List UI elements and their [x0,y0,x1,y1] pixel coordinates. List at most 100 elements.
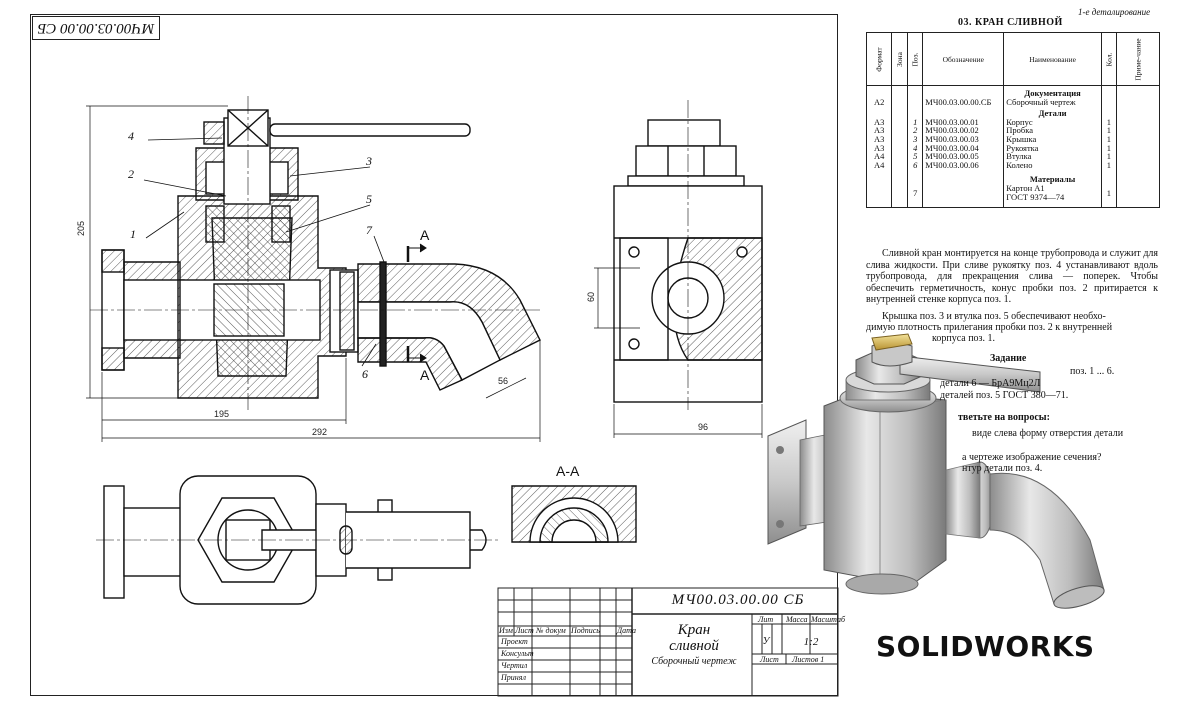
specification-table: Формат Зона Поз. Обозначение Наименовани… [865,32,1161,209]
tb-label-izm: Изм [499,626,513,635]
spec-cell: МЧ00.03.00.05 [922,152,1005,161]
spec-cell: 1 [1100,161,1117,170]
solidworks-3d-model [767,333,1105,609]
spec-cell: МЧ00.03.00.02 [922,126,1005,135]
dim-195: 195 [214,409,229,419]
spec-part-row: А4 6 МЧ00.03.00.06 Колено 1 [865,161,1161,170]
spec-material-row: 7 Картон А1 ГОСТ 9374—74 1 [865,182,1161,209]
spec-cell: МЧ00.03.00.06 [922,161,1005,170]
spec-cell: А3 [865,126,893,135]
spec-section-parts: Детали [1003,106,1102,118]
title-block-name-line2: сливной [669,638,719,654]
task-line-2: детали 6 — БрА9Мц2Л [940,378,1041,389]
spec-cell: 7 [907,183,924,209]
task-line-6: а чертеже изображение сечения? [962,452,1102,463]
spec-cell: Рукоятка [1003,143,1102,153]
spec-section-row: Детали [865,106,1161,118]
spec-cell: А3 [865,118,893,127]
title-block-doc-type: Сборочный чертеж [651,656,737,667]
tb-mass-label: Масса [786,615,808,624]
leader-5: 5 [366,192,372,206]
leader-7: 7 [366,223,373,237]
leader-2: 2 [128,167,134,181]
solidworks-logo-text: SOLIDWORKS [876,630,1095,663]
spec-part-row: А3 1 МЧ00.03.00.01 Корпус 1 [865,118,1161,127]
spec-title: 03. КРАН СЛИВНОЙ [958,17,1063,28]
spec-cell: Колено [1003,161,1102,170]
spec-cell: 4 [907,143,924,153]
dim-292: 292 [312,427,327,437]
spec-header-note: 1-е деталирование [1078,7,1151,17]
task-line-1: поз. 1 ... 6. [1070,366,1115,377]
tb-role-konsult: Консульт [501,649,534,658]
task-line-5: виде слева форму отверстия детали [972,428,1124,439]
top-view [96,475,500,605]
spec-cell: А3 [865,143,893,153]
tb-label-data: Дата [617,626,636,635]
section-mark-top: А [420,227,430,243]
dim-96: 96 [698,422,708,432]
spec-cell: Картон А1 ГОСТ 9374—74 [1003,182,1102,209]
spec-material-gost: ГОСТ 9374—74 [1006,191,1065,202]
leader-labels: 4 2 3 5 1 6 7 А А 205 56 195 292 [76,129,508,437]
leader-6: 6 [362,367,368,381]
leader-3: 3 [365,154,372,168]
spec-cell: Крышка [1003,135,1102,144]
spec-material-name: Картон А1 [1006,182,1045,193]
spec-section-row: Документация [865,85,1161,98]
description-paragraph-2-line3: корпуса поз. 1. [932,333,996,344]
dim-205: 205 [76,221,86,236]
tb-label-dokum: № докум [536,626,566,635]
title-block-code: МЧ00.03.00.00 СБ [671,592,805,608]
tb-role-chertil: Чертил [501,661,528,670]
spec-cell: МЧ00.03.00.01 [922,118,1005,127]
spec-col-note: Приме-чание [1115,32,1161,86]
description-paragraph-2-line2: димую плотность прилегания пробки поз. 2… [866,322,1113,333]
spec-part-row: А4 5 МЧ00.03.00.05 Втулка 1 [865,152,1161,161]
spec-cell: Корпус [1003,118,1102,127]
task-line-3: деталей поз. 5 ГОСТ 380—71. [940,390,1069,401]
leader-4: 4 [128,129,134,143]
spec-col-designation: Обозначение [922,32,1005,86]
tb-lit-value: У [762,636,770,647]
spec-part-row: А3 4 МЧ00.03.00.04 Рукоятка 1 [865,143,1161,153]
section-a-a [511,485,637,543]
spec-section-materials: Материалы [1003,169,1102,184]
spec-cell: Втулка [1003,152,1102,161]
leader-1: 1 [130,227,136,241]
spec-header-row: Формат Зона Поз. Обозначение Наименовани… [865,32,1161,86]
tb-label-list: Лист [515,626,534,635]
tb-scale-value: 1:2 [803,636,819,648]
spec-cell: 5 [907,152,924,161]
spec-cell: Сборочный чертеж [1003,97,1102,107]
spec-section-row: Материалы [865,169,1161,184]
side-view [594,100,763,438]
spec-cell: Пробка [1003,126,1102,135]
spec-cell: 3 [907,135,924,144]
spec-cell: А4 [865,161,893,170]
front-section-view [86,96,541,442]
spec-cell: А3 [865,135,893,144]
spec-col-format: Формат [865,32,893,86]
spec-cell: А4 [865,152,893,161]
section-mark-bottom: А [420,367,430,383]
spec-cell: МЧ00.03.00.03 [922,135,1005,144]
tb-scale-label: Масштаб [811,615,846,624]
title-block-name-line1: Кран [677,622,711,638]
tb-sheet-label: Лист [760,655,779,664]
task-line-4: тветьте на вопросы: [958,412,1050,423]
spec-cell: 6 [907,161,924,170]
drawing-frame [30,14,838,696]
task-line-7: нтур детали поз. 4. [962,463,1043,474]
spec-doc-row: А2 МЧ00.03.00.00.СБ Сборочный чертеж [865,97,1161,107]
spec-cell: МЧ00.03.00.04 [922,143,1005,153]
task-title: Задание [990,353,1027,364]
spec-col-pos: Поз. [907,32,924,86]
description-paragraph-1: Сливной кран монтируется на конце трубоп… [866,248,1158,306]
spec-cell: А2 [865,97,893,107]
spec-col-zone: Зона [891,32,909,86]
spec-col-name: Наименование [1003,32,1102,86]
spec-cell: МЧ00.03.00.00.СБ [922,97,1005,107]
